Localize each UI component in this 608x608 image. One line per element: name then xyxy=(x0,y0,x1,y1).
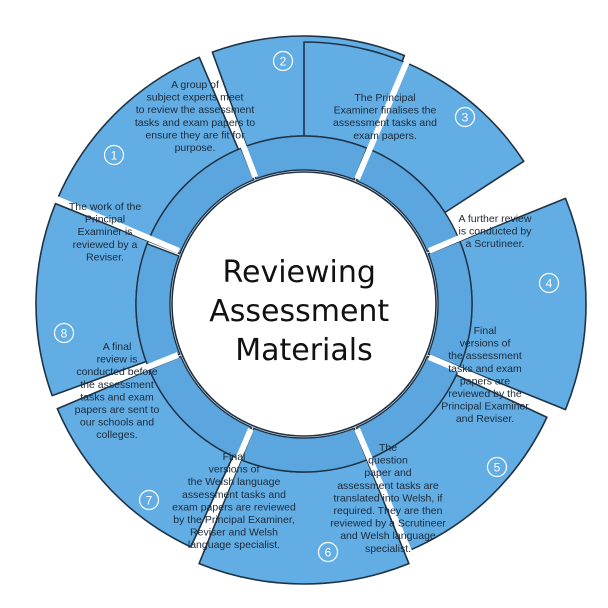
step-7-number: 7 xyxy=(146,493,153,507)
step-4-number-circle xyxy=(538,272,560,294)
step-7-line: Final xyxy=(223,451,246,463)
step-3-line: The Principal xyxy=(354,92,415,104)
step-1-line: Examiner is xyxy=(78,226,133,238)
step-2-line: tasks and exam papers to xyxy=(135,117,255,129)
step-7-line: exam papers are reviewed xyxy=(172,501,296,513)
step-3-number-circle xyxy=(454,106,476,128)
divider-gap-6 xyxy=(189,428,254,568)
divider-gap-4 xyxy=(428,354,568,419)
step-8-number: 8 xyxy=(61,326,68,340)
step-6-line: reviewed by a Scrutineer xyxy=(330,518,446,530)
step-7-line: Reviser and Welsh xyxy=(190,527,278,539)
step-5-line: the assessment xyxy=(448,350,522,362)
step-4-line: a Scrutineer. xyxy=(466,238,525,250)
step-1-line: The work of the xyxy=(69,201,142,213)
step-7-line: by the Principal Examiner, xyxy=(173,514,294,526)
step-4-number: 4 xyxy=(546,276,553,290)
step-8-line: the assessment xyxy=(80,379,154,391)
step-6-number-circle xyxy=(317,541,339,563)
divider-gap-5 xyxy=(354,428,419,568)
step-5-number-circle xyxy=(486,456,508,478)
center-title: Reviewing Assessment Materials xyxy=(209,255,399,368)
center-title-line-2: Assessment xyxy=(209,294,389,329)
step-5-line: versions of xyxy=(460,338,511,350)
segment-dividers xyxy=(38,36,568,568)
step-4-line: is conducted by xyxy=(459,226,533,238)
step-2-line: ensure they are fit for xyxy=(145,129,245,141)
step-5-line: and Reviser. xyxy=(456,413,514,425)
divider-gap-8 xyxy=(40,189,180,254)
step-5-line: Principal Examiner xyxy=(441,401,529,413)
step-7-line: language specialist. xyxy=(188,539,280,551)
step-2-line: A group of xyxy=(171,79,219,91)
step-8-number-circle xyxy=(53,322,75,344)
step-1-line: Reviser. xyxy=(86,251,124,263)
center-circle xyxy=(171,171,437,437)
step-3-line: exam papers. xyxy=(353,130,417,142)
step-6-line: paper and xyxy=(364,467,411,479)
step-2-number: 2 xyxy=(280,54,287,68)
step-6-line: assessment tasks are xyxy=(337,480,439,492)
step-3-number: 3 xyxy=(462,110,469,124)
step-8-line: tasks and exam xyxy=(80,391,154,403)
step-5-line: tasks and exam xyxy=(448,363,522,375)
step-6-line: specialist. xyxy=(365,543,411,555)
step-8-line: papers are sent to xyxy=(75,404,160,416)
step-8-line: conducted before xyxy=(76,366,157,378)
step-2-line: subject experts meet xyxy=(147,92,244,104)
center-title-line-3: Materials xyxy=(235,333,373,368)
step-8-line: review is xyxy=(97,354,138,366)
step-6-line: and Welsh language xyxy=(340,530,436,542)
divider-gap-2 xyxy=(354,40,419,180)
step-8-line: A final xyxy=(103,341,132,353)
center-title-line-1: Reviewing xyxy=(223,255,376,290)
step-8-line: our schools and xyxy=(80,417,154,429)
step-1-line: reviewed by a xyxy=(73,239,138,251)
step-5-number: 5 xyxy=(494,460,501,474)
step-6-line: translated into Welsh, if xyxy=(334,492,443,504)
step-5-line: Final xyxy=(474,325,497,337)
step-6-line: question xyxy=(368,455,408,467)
step-3-line: Examiner finalises the xyxy=(334,105,437,117)
step-2-line: purpose. xyxy=(175,142,216,154)
step-7-line: versions of xyxy=(209,464,260,476)
divider-gap-7 xyxy=(38,352,180,414)
inner-ring-section-8 xyxy=(135,242,181,368)
divider-gap-3 xyxy=(428,189,568,254)
step-7-line: assessment tasks and xyxy=(182,489,286,501)
step-6-number: 6 xyxy=(325,545,332,559)
step-1-line: Principal xyxy=(85,214,125,226)
step-6-line: required. They are then xyxy=(334,505,443,517)
step-3-line: assessment tasks and xyxy=(333,117,437,129)
step-8-line: colleges. xyxy=(96,429,137,441)
step-numbers: 1 2 3 4 5 6 7 8 xyxy=(53,50,560,563)
step-6-line: The xyxy=(379,442,397,454)
step-1-number: 1 xyxy=(111,148,118,162)
step-4-line: A further review xyxy=(459,213,532,225)
outer-ring xyxy=(35,35,587,585)
step-7-number-circle xyxy=(138,489,160,511)
step-2-line: to review the assessment xyxy=(136,104,255,116)
divider-gap-1 xyxy=(199,36,259,179)
step-5-line: papers are xyxy=(460,375,510,387)
step-5-line: reviewed by the xyxy=(448,388,522,400)
step-2-number-circle xyxy=(272,50,294,72)
step-1-number-circle xyxy=(103,144,125,166)
step-7-line: the Welsh language xyxy=(188,476,281,488)
